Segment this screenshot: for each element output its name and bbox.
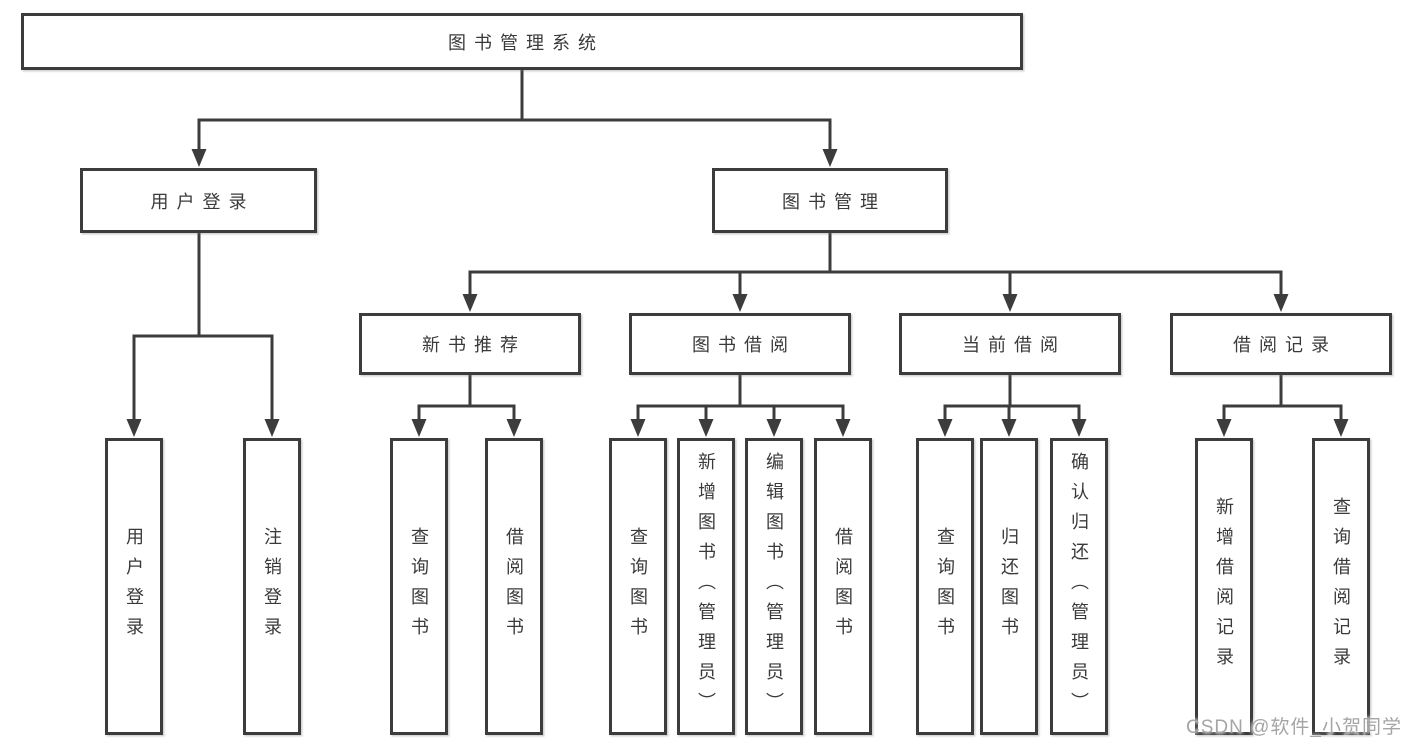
node-leaf-user-login: 用户登录 <box>105 438 163 735</box>
node-user-login-branch: 用户登录 <box>80 168 317 233</box>
node-leaf-confirm-return-admin-label: 确认归还（管理员） <box>1069 451 1089 722</box>
node-book-borrow-label: 图书借阅 <box>692 335 796 355</box>
node-leaf-borrow-books-recommend: 借阅图书 <box>485 438 543 735</box>
node-leaf-borrow-books-borrow-label: 借阅图书 <box>833 526 853 647</box>
node-leaf-borrow-books-recommend-label: 借阅图书 <box>504 526 524 647</box>
node-borrow-records: 借阅记录 <box>1170 313 1392 375</box>
node-leaf-query-books-current-label: 查询图书 <box>935 526 955 647</box>
edge-borrow-records-to-leaves <box>1216 373 1349 437</box>
node-leaf-query-books-recommend-label: 查询图书 <box>409 526 429 647</box>
edge-current-borrow-to-leaves <box>937 373 1087 437</box>
node-leaf-add-borrow-record: 新增借阅记录 <box>1195 438 1253 735</box>
edge-user-login-to-leaves <box>126 231 280 437</box>
watermark: CSDN @软件_小贺同学 <box>1186 717 1402 738</box>
node-current-borrow: 当前借阅 <box>899 313 1121 375</box>
node-root-label: 图书管理系统 <box>448 32 604 53</box>
node-leaf-logout: 注销登录 <box>243 438 301 735</box>
node-book-borrow: 图书借阅 <box>629 313 851 375</box>
node-leaf-query-borrow-record: 查询借阅记录 <box>1312 438 1370 735</box>
edge-root-to-branches <box>191 68 838 167</box>
node-leaf-user-login-label: 用户登录 <box>124 526 144 647</box>
node-leaf-add-books-admin-label: 新增图书（管理员） <box>696 451 716 722</box>
node-current-borrow-label: 当前借阅 <box>962 335 1066 355</box>
node-leaf-query-books-borrow-label: 查询图书 <box>628 526 648 647</box>
node-leaf-query-borrow-record-label: 查询借阅记录 <box>1331 496 1351 677</box>
edge-new-book-recommend-to-leaves <box>411 373 522 437</box>
node-leaf-confirm-return-admin: 确认归还（管理员） <box>1050 438 1108 735</box>
node-leaf-add-books-admin: 新增图书（管理员） <box>677 438 735 735</box>
node-leaf-query-books-recommend: 查询图书 <box>390 438 448 735</box>
node-new-book-recommend-label: 新书推荐 <box>422 335 526 355</box>
edge-book-borrow-to-leaves <box>630 373 851 437</box>
node-book-management: 图书管理 <box>712 168 948 233</box>
node-user-login-branch-label: 用户登录 <box>150 191 255 212</box>
node-leaf-borrow-books-borrow: 借阅图书 <box>814 438 872 735</box>
node-leaf-return-books: 归还图书 <box>980 438 1038 735</box>
node-leaf-edit-books-admin-label: 编辑图书（管理员） <box>764 451 784 722</box>
node-borrow-records-label: 借阅记录 <box>1233 335 1337 355</box>
node-leaf-edit-books-admin: 编辑图书（管理员） <box>745 438 803 735</box>
node-leaf-return-books-label: 归还图书 <box>999 526 1019 647</box>
edge-book-management-to-modules <box>462 231 1289 312</box>
node-book-management-label: 图书管理 <box>782 191 886 212</box>
node-leaf-query-books-current: 查询图书 <box>916 438 974 735</box>
node-new-book-recommend: 新书推荐 <box>359 313 581 375</box>
node-root: 图书管理系统 <box>21 13 1023 70</box>
node-leaf-add-borrow-record-label: 新增借阅记录 <box>1214 496 1234 677</box>
node-leaf-query-books-borrow: 查询图书 <box>609 438 667 735</box>
node-leaf-logout-label: 注销登录 <box>262 526 282 647</box>
